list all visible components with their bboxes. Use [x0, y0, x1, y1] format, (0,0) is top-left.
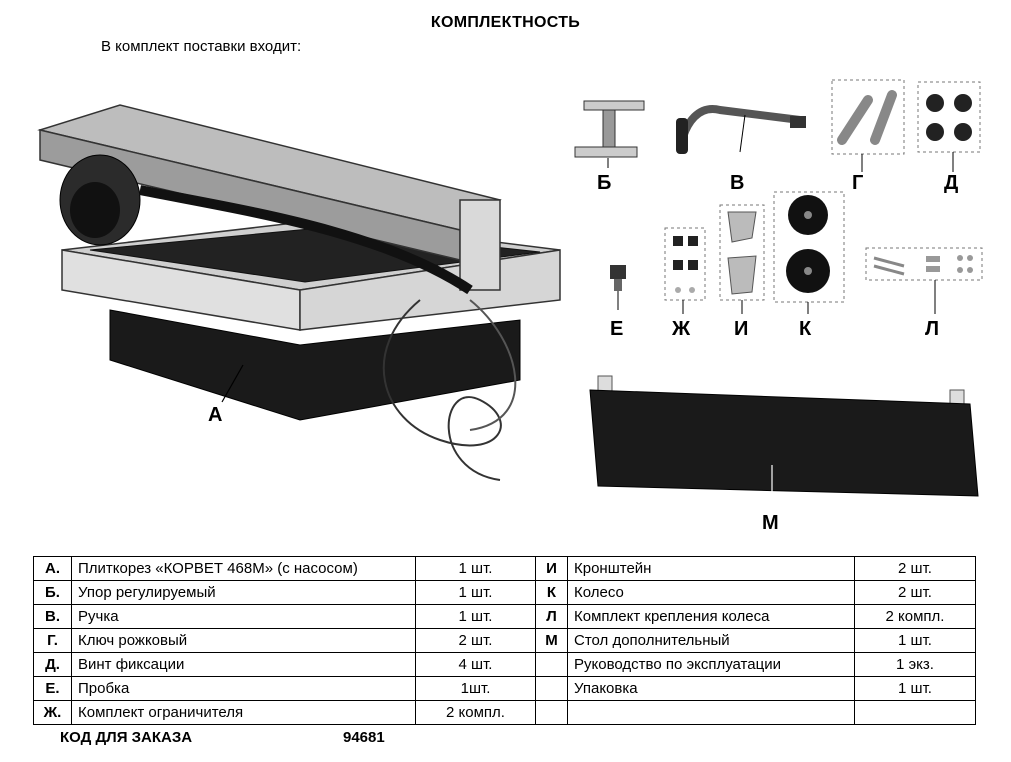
screws-illustration — [917, 81, 981, 172]
label-g: Г — [852, 172, 864, 194]
cell-qty: 2 компл. — [854, 604, 976, 629]
cell-code: М — [535, 628, 568, 653]
label-d: Д — [944, 172, 959, 194]
cell-name: Пробка — [71, 676, 416, 701]
order-code-label: КОД ДЛЯ ЗАКАЗА — [60, 729, 193, 746]
cell-name: Руководство по эксплуатации — [567, 652, 855, 677]
cell-qty: 2 компл. — [415, 700, 536, 725]
cell-code: В. — [33, 604, 72, 629]
cell-code: А. — [33, 556, 72, 581]
cell-name: Ключ рожковый — [71, 628, 416, 653]
cell-code: И — [535, 556, 568, 581]
cell-name: Упор регулируемый — [71, 580, 416, 605]
components-illustration — [37, 79, 983, 510]
cell-qty: 1 экз. — [854, 652, 976, 677]
cell-name: Кронштейн — [567, 556, 855, 581]
cell-name — [567, 700, 855, 725]
cell-code: Б. — [33, 580, 72, 605]
table-row: А.Плиткорез «КОРВЕТ 468М» (с насосом)1 ш… — [33, 556, 976, 581]
label-b: Б — [597, 172, 612, 194]
cell-name: Плиткорез «КОРВЕТ 468М» (с насосом) — [71, 556, 416, 581]
cell-name: Ручка — [71, 604, 416, 629]
cell-code: Г. — [33, 628, 72, 653]
cell-qty: 1 шт. — [415, 580, 536, 605]
cell-name: Комплект ограничителя — [71, 700, 416, 725]
label-a: А — [208, 404, 223, 426]
additional-table-illustration — [589, 375, 979, 510]
cell-code — [535, 652, 568, 677]
cell-code: К — [535, 580, 568, 605]
wheels-illustration — [773, 191, 845, 314]
page-subtitle: В комплект поставки входит: — [101, 38, 302, 55]
order-code-value: 94681 — [343, 729, 385, 746]
wrench-illustration — [831, 79, 905, 172]
cell-code: Л — [535, 604, 568, 629]
wheel-mount-kit-illustration — [865, 247, 983, 314]
adjustable-stop-illustration — [574, 100, 645, 168]
label-l: Л — [925, 318, 940, 340]
cell-qty: 1шт. — [415, 676, 536, 701]
label-zh: Ж — [672, 318, 691, 340]
cell-code: Е. — [33, 676, 72, 701]
cell-qty: 2 шт. — [415, 628, 536, 653]
cell-qty: 2 шт. — [854, 580, 976, 605]
tile-cutter-illustration — [37, 104, 561, 481]
label-e: Е — [610, 318, 624, 340]
cell-name: Упаковка — [567, 676, 855, 701]
bracket-illustration — [719, 204, 765, 314]
cell-name: Стол дополнительный — [567, 628, 855, 653]
handle-illustration — [676, 105, 806, 154]
cell-name: Колесо — [567, 580, 855, 605]
components-table: А.Плиткорез «КОРВЕТ 468М» (с насосом)1 ш… — [33, 556, 976, 725]
cell-code — [535, 676, 568, 701]
cell-qty: 4 шт. — [415, 652, 536, 677]
cell-code: Ж. — [33, 700, 72, 725]
cell-qty: 1 шт. — [415, 604, 536, 629]
label-v: В — [730, 172, 745, 194]
plug-illustration — [610, 265, 626, 310]
page-title: КОМПЛЕКТНОСТЬ — [430, 14, 581, 31]
limiter-kit-illustration — [664, 227, 706, 314]
cell-qty: 1 шт. — [415, 556, 536, 581]
cell-code — [535, 700, 568, 725]
cell-qty: 1 шт. — [854, 628, 976, 653]
label-i: И — [734, 318, 749, 340]
label-m: М — [762, 512, 779, 534]
cell-qty: 1 шт. — [854, 676, 976, 701]
cell-name: Комплект крепления колеса — [567, 604, 855, 629]
cell-qty — [854, 700, 976, 725]
label-k: К — [799, 318, 812, 340]
cell-code: Д. — [33, 652, 72, 677]
cell-name: Винт фиксации — [71, 652, 416, 677]
cell-qty: 2 шт. — [854, 556, 976, 581]
